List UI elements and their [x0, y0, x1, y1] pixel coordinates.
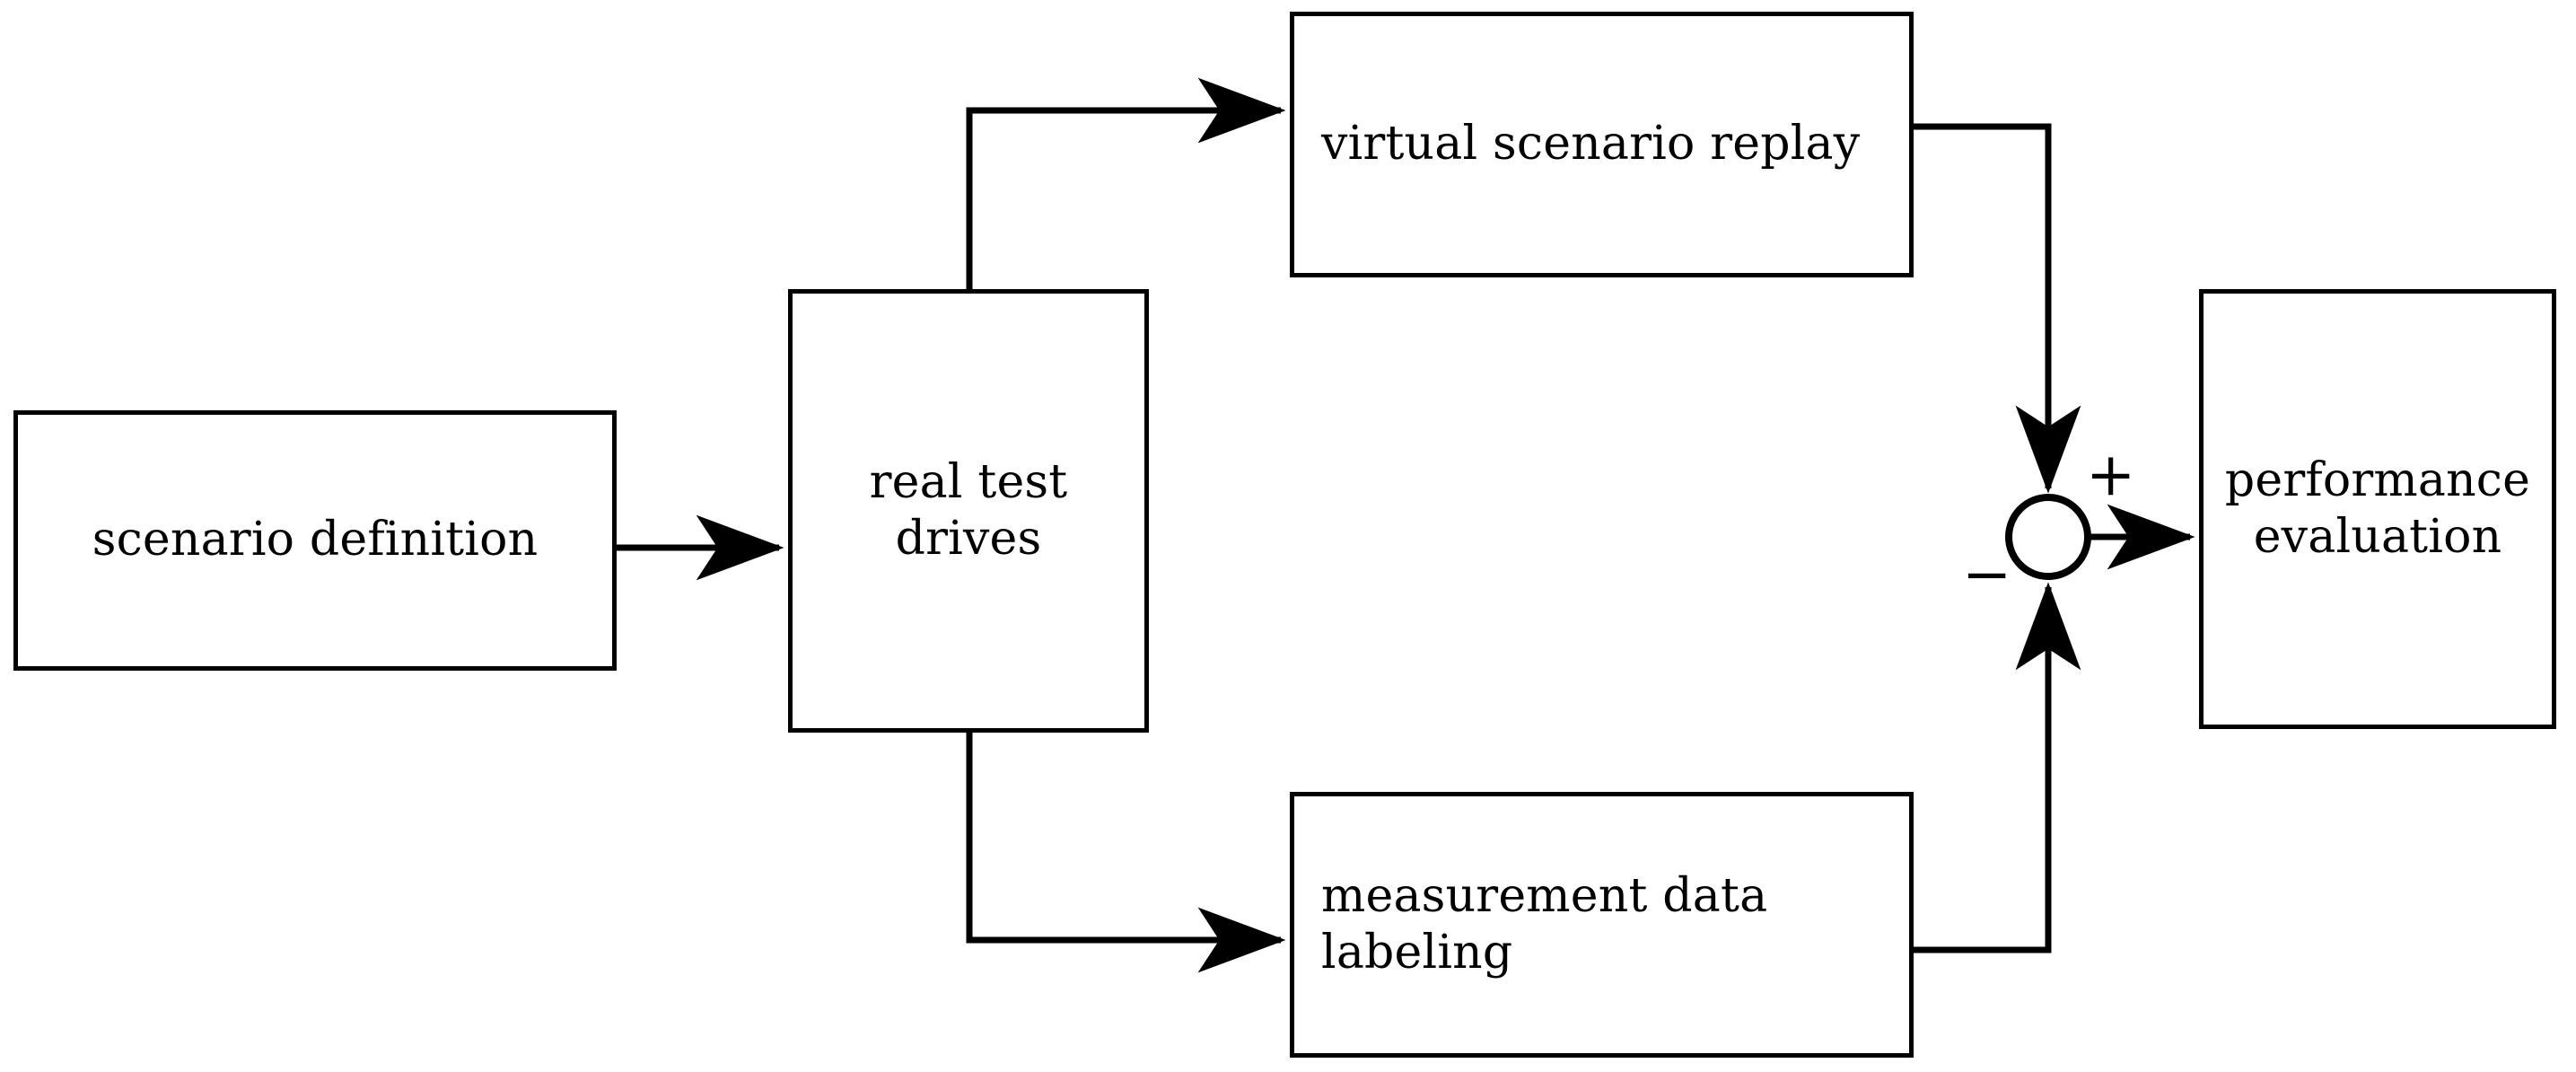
- edge-virtual-replay-to-sum: [1914, 123, 2081, 494]
- node-performance-evaluation[interactable]: performance evaluation: [2199, 289, 2556, 729]
- node-scenario-definition-label: scenario definition: [92, 513, 539, 567]
- node-real-test-drives-label: real test drives: [869, 454, 1068, 566]
- node-measurement-data-labeling-label: measurement data labeling: [1321, 868, 1768, 980]
- node-performance-evaluation-label: performance evaluation: [2224, 453, 2531, 564]
- node-scenario-definition[interactable]: scenario definition: [13, 410, 617, 671]
- node-measurement-data-labeling[interactable]: measurement data labeling: [1290, 792, 1914, 1058]
- node-real-test-drives[interactable]: real test drives: [788, 289, 1149, 733]
- node-virtual-scenario-replay-label: virtual scenario replay: [1321, 117, 1861, 171]
- summing-junction-circle: [2005, 494, 2091, 580]
- edge-real-test-to-virtual-replay: [966, 77, 1286, 289]
- edge-real-test-to-measurement-data: [966, 733, 1286, 973]
- minus-sign-label: −: [1962, 540, 2012, 609]
- node-virtual-scenario-replay[interactable]: virtual scenario replay: [1290, 12, 1914, 277]
- edge-measurement-data-to-sum: [1914, 582, 2081, 953]
- plus-sign-label: +: [2086, 440, 2136, 509]
